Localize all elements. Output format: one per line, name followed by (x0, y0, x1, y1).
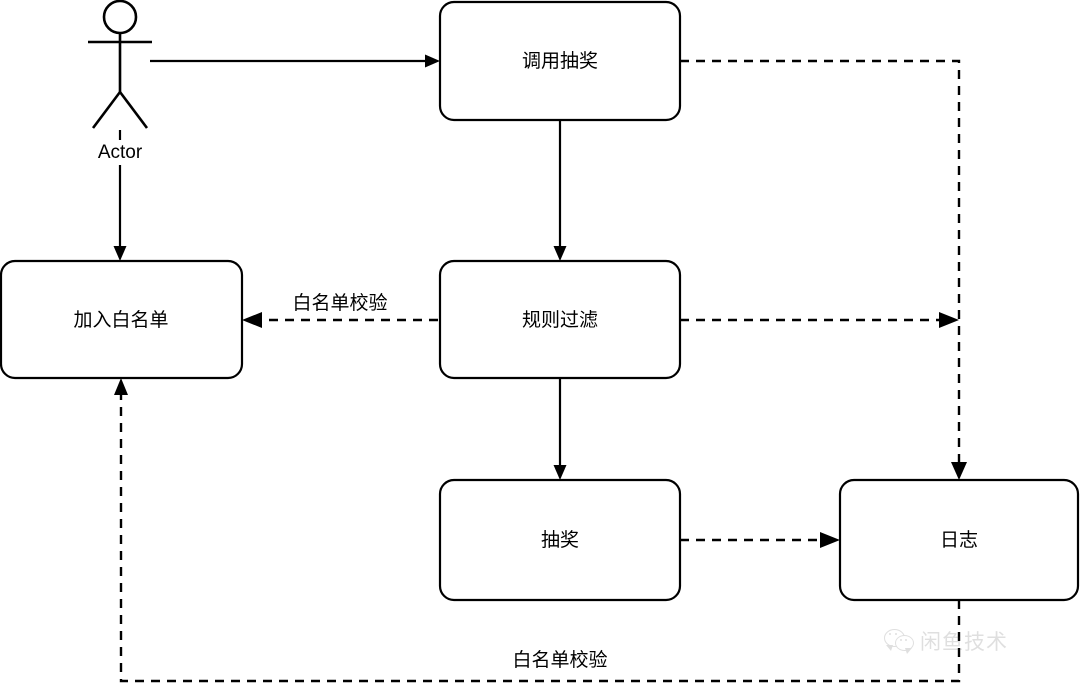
node-rule-filter-shape[interactable] (438, 259, 682, 380)
node-log[interactable]: 日志 (838, 478, 1080, 602)
actor-head-icon (102, 0, 138, 35)
edge-rule-filter-to-lottery (553, 378, 567, 480)
arrow-head-icon (939, 312, 959, 328)
node-rule-filter-label: 规则过滤 (522, 309, 598, 331)
node-call-lottery-label: 调用抽奖 (522, 50, 598, 72)
edge-rule-filter-to-log-rail (680, 312, 959, 328)
node-call-lottery-shape[interactable] (438, 0, 682, 122)
arrow-head-icon (425, 54, 440, 68)
edge-lottery-to-log (680, 532, 840, 548)
edge-log-to-join-whitelist (114, 378, 961, 683)
node-join-whitelist[interactable]: 加入白名单 (0, 259, 244, 380)
actor-label: Actor (98, 142, 143, 163)
arrow-head-icon (820, 532, 840, 548)
edge-rule-filter-to-join-whitelist (242, 312, 438, 328)
node-call-lottery[interactable]: 调用抽奖 (438, 0, 682, 122)
edge-label-whitelist-check-bottom: 白名单校验 (512, 649, 607, 671)
actor-leg-left-line (91, 91, 122, 129)
node-lottery-shape[interactable] (438, 478, 682, 602)
arrow-head-icon (113, 246, 127, 261)
edge-call-lottery-to-rule-filter (553, 120, 567, 261)
arrow-head-icon (114, 378, 128, 395)
node-rule-filter[interactable]: 规则过滤 (438, 259, 682, 380)
arrow-head-icon (553, 465, 567, 480)
node-join-whitelist-label: 加入白名单 (73, 309, 168, 331)
arrow-head-icon (951, 462, 967, 480)
edge-call-lottery-to-log (680, 59, 967, 480)
node-lottery[interactable]: 抽奖 (438, 478, 682, 602)
actor-figure (88, 0, 152, 140)
actor-leg-right-line (118, 91, 149, 129)
arrow-head-icon (242, 312, 262, 328)
node-lottery-label: 抽奖 (541, 529, 579, 551)
edge-actor-to-call-lottery (150, 54, 440, 68)
node-join-whitelist-shape[interactable] (0, 259, 244, 380)
node-log-label: 日志 (940, 529, 978, 551)
node-log-shape[interactable] (838, 478, 1080, 602)
arrow-head-icon (553, 246, 567, 261)
edge-actor-to-join-whitelist (113, 165, 127, 261)
edge-label-whitelist-check-mid: 白名单校验 (292, 292, 387, 314)
